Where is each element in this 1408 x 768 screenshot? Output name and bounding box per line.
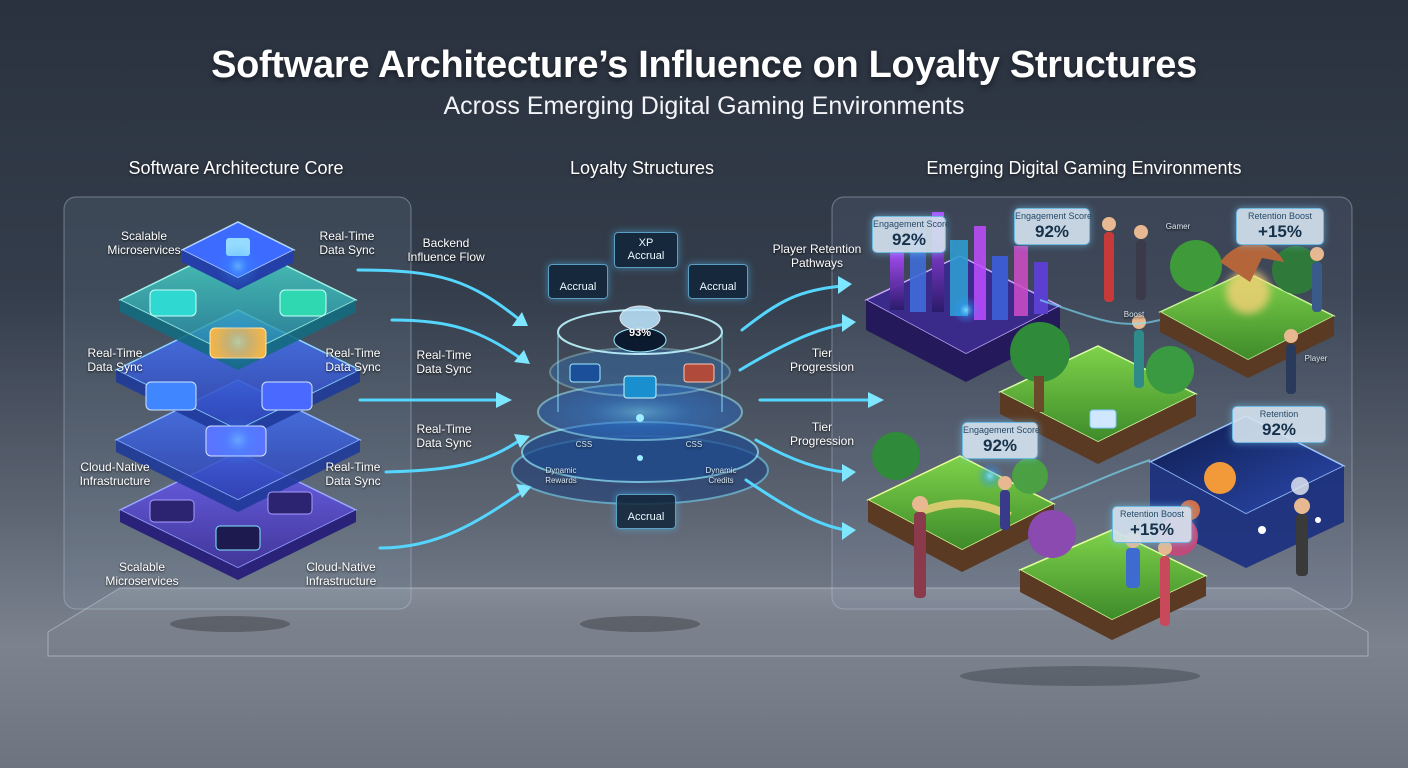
- label-tier-progression: Tier Progression: [789, 420, 855, 448]
- players: [912, 217, 1324, 626]
- ring-text: CSS: [575, 440, 593, 449]
- label-real-time-data-sync: Real-Time Data Sync: [325, 460, 381, 488]
- arrow-heads: [838, 276, 884, 540]
- metric-badge-value: 92%: [1261, 420, 1297, 439]
- label-real-time-data-sync: Real-Time Data Sync: [325, 346, 381, 374]
- arrow-heads: [496, 312, 532, 498]
- label-scalable-microservices: Scalable Microservices: [107, 229, 181, 257]
- metric-badge-label: Engagement Score: [1015, 211, 1093, 221]
- label-tier-progression: Tier Progression: [789, 346, 855, 374]
- shadow: [960, 666, 1200, 686]
- layer-edge: [120, 300, 356, 370]
- shadow: [580, 616, 700, 632]
- metric-badge: Engagement Score 92%: [1014, 208, 1093, 245]
- architecture-stack: [114, 221, 362, 580]
- metric-badge-value: 92%: [982, 436, 1018, 455]
- backend-flow-arrows: [356, 268, 524, 550]
- glow: [212, 316, 264, 368]
- scene-tag-boost: Boost: [1123, 310, 1145, 319]
- shadow: [170, 616, 290, 632]
- gaming-worlds: [864, 212, 1346, 640]
- chip-accrual-bottom: Accrual: [616, 494, 676, 529]
- center-score-value: 93%: [628, 327, 652, 339]
- metric-badge-label: Retention Boost: [1119, 509, 1185, 519]
- label-backend-influence-flow: Backend Influence Flow: [407, 236, 485, 264]
- layer-edge: [116, 440, 360, 512]
- metric-badge: Retention Boost +15%: [1236, 208, 1324, 245]
- metric-badge-value: 92%: [1034, 222, 1070, 241]
- label-real-time-data-sync: Real-Time Data Sync: [87, 346, 143, 374]
- section-loyalty-heading: Loyalty Structures: [569, 158, 715, 178]
- label-real-time-data-sync: Real-Time Data Sync: [416, 348, 472, 376]
- scene-tag-player: Player: [1304, 354, 1328, 363]
- infra-node: [149, 499, 195, 523]
- metric-badge: Retention 92%: [1232, 406, 1326, 443]
- label-cloud-native-infrastructure: Cloud-Native Infrastructure: [79, 460, 151, 488]
- service-node: [279, 289, 327, 317]
- metric-badge: Engagement Score 92%: [872, 216, 951, 253]
- cloud-node: [215, 525, 261, 551]
- glass-platform: [47, 587, 1369, 657]
- label-cloud-native-infrastructure: Cloud-Native Infrastructure: [305, 560, 377, 588]
- layer-edge: [120, 510, 356, 580]
- label-scalable-microservices: Scalable Microservices: [105, 560, 179, 588]
- metric-badge: Engagement Score 92%: [962, 422, 1041, 459]
- metric-badge-value: +15%: [1258, 222, 1302, 241]
- retention-flow-arrows: [738, 284, 874, 532]
- reward-card: [569, 363, 601, 383]
- reward-card: [683, 363, 715, 383]
- label-real-time-data-sync: Real-Time Data Sync: [416, 422, 472, 450]
- label-real-time-data-sync: Real-Time Data Sync: [319, 229, 375, 257]
- infra-node: [267, 491, 313, 515]
- metric-badge: Retention Boost +15%: [1112, 506, 1192, 543]
- sync-node: [261, 381, 313, 411]
- page-subtitle: Across Emerging Digital Gaming Environme…: [443, 92, 965, 120]
- chip-accrual-right: Accrual: [688, 264, 748, 299]
- glow: [216, 244, 260, 288]
- sync-node: [145, 381, 197, 411]
- loyalty-platform: [511, 305, 769, 505]
- ring-text: Dynamic Rewards: [545, 466, 577, 485]
- chip-accrual-left: Accrual: [548, 264, 608, 299]
- section-architecture-heading: Software Architecture Core: [128, 158, 344, 178]
- section-environments-heading: Emerging Digital Gaming Environments: [926, 158, 1242, 178]
- page-title: Software Architecture’s Influence on Loy…: [211, 44, 1197, 86]
- ring-text: CSS: [685, 440, 703, 449]
- service-node: [149, 289, 197, 317]
- label-player-retention-pathways: Player Retention Pathways: [772, 242, 862, 270]
- metric-badge-label: Retention: [1259, 409, 1299, 419]
- metric-badge-label: Engagement Score: [873, 219, 951, 229]
- metric-badge-label: Engagement Score: [963, 425, 1041, 435]
- reward-card: [623, 375, 657, 399]
- scene-tag-gamer: Gamer: [1165, 222, 1191, 231]
- metric-badge-label: Retention Boost: [1247, 211, 1313, 221]
- metric-badge-value: 92%: [891, 230, 927, 249]
- glow: [212, 414, 264, 466]
- chip-xp-accrual: XP Accrual: [614, 232, 678, 268]
- ring-text: Dynamic Credits: [705, 466, 737, 485]
- metric-badge-value: +15%: [1130, 520, 1174, 539]
